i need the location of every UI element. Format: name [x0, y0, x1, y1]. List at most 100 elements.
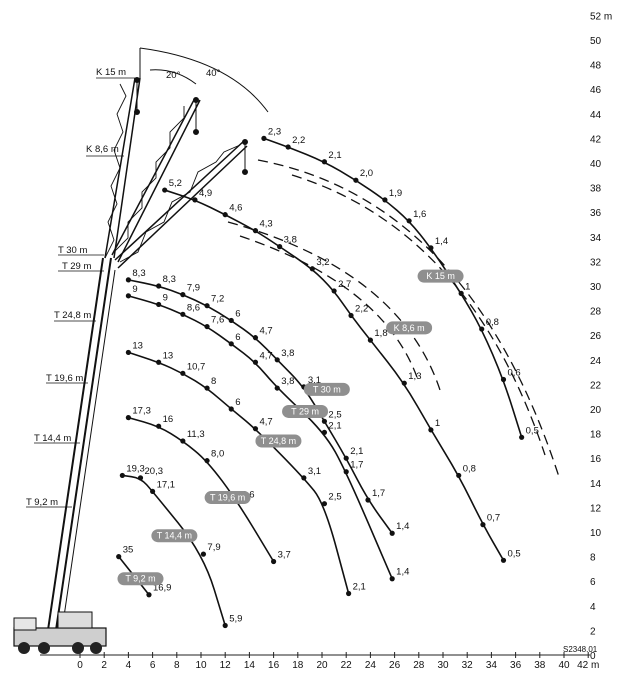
- y-tick-label: 26: [590, 331, 602, 342]
- point-label: 6: [235, 397, 240, 408]
- curve-tag-label: T 14,4 m: [157, 531, 192, 541]
- x-tick-label: 14: [244, 660, 256, 671]
- x-tick-label: 34: [486, 660, 498, 671]
- x-tick-label: 40: [558, 660, 570, 671]
- angle-label-40: 40°: [206, 68, 221, 79]
- data-point: [406, 218, 412, 224]
- curve-tag-label: T 30 m: [313, 384, 341, 394]
- data-point: [479, 326, 485, 332]
- data-point: [228, 406, 234, 412]
- y-tick-label: 0: [590, 651, 596, 662]
- y-tick-label: 36: [590, 208, 602, 219]
- y-tick-label: 14: [590, 479, 602, 490]
- y-tick-label: 18: [590, 430, 602, 441]
- y-tick-label: 16: [590, 454, 602, 465]
- data-point: [261, 135, 267, 141]
- jib-40deg-lattice: [119, 144, 241, 263]
- data-point: [204, 385, 210, 391]
- point-label: 19,3: [126, 463, 145, 474]
- point-label: 0,6: [508, 367, 521, 378]
- data-point: [125, 293, 131, 299]
- data-point: [519, 434, 525, 440]
- data-point: [180, 311, 186, 317]
- y-tick-label: 12: [590, 503, 602, 514]
- curve-tag-label: T 29 m: [291, 406, 319, 416]
- crane-carrier: [13, 611, 107, 654]
- y-tick-label: 32: [590, 257, 602, 268]
- jib-20deg-a: [111, 97, 196, 256]
- point-label: 6: [235, 332, 240, 343]
- data-point: [150, 488, 156, 495]
- data-point: [428, 245, 434, 251]
- point-label: 1,4: [396, 521, 409, 532]
- x-tick-label: 10: [195, 660, 207, 671]
- point-label: 1,9: [389, 188, 402, 199]
- series-line-6: [122, 474, 226, 626]
- data-point: [343, 469, 349, 475]
- data-point: [401, 380, 407, 386]
- bl-4: T 29 m: [62, 261, 91, 272]
- bl-3: T 30 m: [58, 245, 87, 256]
- y-tick-label: 8: [590, 553, 596, 564]
- data-point: [119, 472, 125, 479]
- point-label: 2,3: [268, 126, 281, 137]
- y-tick-label: 2: [590, 626, 596, 637]
- point-label: 20,3: [145, 466, 164, 477]
- point-label: 3,7: [278, 550, 291, 561]
- carrier-superstructure: [57, 611, 93, 629]
- x-tick-label: 26: [389, 660, 401, 671]
- data-point: [252, 359, 259, 365]
- data-point: [192, 197, 198, 203]
- point-label: 7,9: [207, 542, 220, 553]
- jib-vertical-b: [113, 77, 141, 259]
- curve-tag-label: K 8,6 m: [394, 323, 425, 333]
- data-point: [353, 177, 359, 183]
- curve-tag-pill: [282, 404, 329, 418]
- data-point: [348, 312, 354, 319]
- data-point: [146, 592, 152, 598]
- y-tick-label: 6: [590, 577, 596, 588]
- data-point: [156, 423, 162, 429]
- point-label: 1,7: [350, 460, 363, 471]
- point-label: 16,9: [153, 583, 172, 594]
- data-point: [331, 288, 337, 294]
- curve-tag-pill: [151, 529, 198, 543]
- data-point: [343, 455, 349, 461]
- dashed-curve-3: [227, 221, 441, 391]
- point-label: 7,2: [211, 294, 224, 305]
- data-point: [346, 590, 352, 597]
- point-label: 4,7: [259, 417, 272, 428]
- hook-block-3: [242, 169, 248, 175]
- point-label: 3,2: [316, 257, 329, 268]
- y-tick-label: 52 m: [590, 11, 612, 22]
- point-label: 7,9: [187, 283, 200, 294]
- data-point: [125, 349, 131, 356]
- curve-tag-pill: [303, 382, 350, 396]
- point-label: 1,6: [413, 209, 426, 220]
- point-label: 3,8: [284, 235, 297, 246]
- data-point: [228, 317, 234, 324]
- data-point: [321, 418, 328, 424]
- data-point: [204, 303, 210, 309]
- series-line-4: [128, 351, 350, 594]
- carrier-body: [13, 627, 107, 647]
- carrier-cab: [13, 617, 37, 631]
- data-point: [274, 357, 280, 363]
- point-label: 2,1: [353, 582, 366, 593]
- jib-20deg-b: [117, 99, 201, 263]
- data-point: [458, 290, 464, 296]
- y-axis: 0246810121416182022242628303234363840424…: [590, 11, 612, 662]
- data-point: [285, 144, 291, 150]
- point-label: 17,1: [157, 479, 176, 490]
- point-label: 0,8: [463, 463, 476, 474]
- data-point: [367, 337, 373, 343]
- series-line-0: [263, 137, 523, 438]
- curve-tag-pill: [417, 269, 464, 283]
- point-label: 3,8: [281, 348, 294, 359]
- x-tick-label: 28: [413, 660, 425, 671]
- x-tick-label: 4: [126, 660, 132, 671]
- data-point: [321, 501, 328, 507]
- curve-tag-label: K 15 m: [426, 271, 455, 281]
- data-point: [277, 244, 283, 250]
